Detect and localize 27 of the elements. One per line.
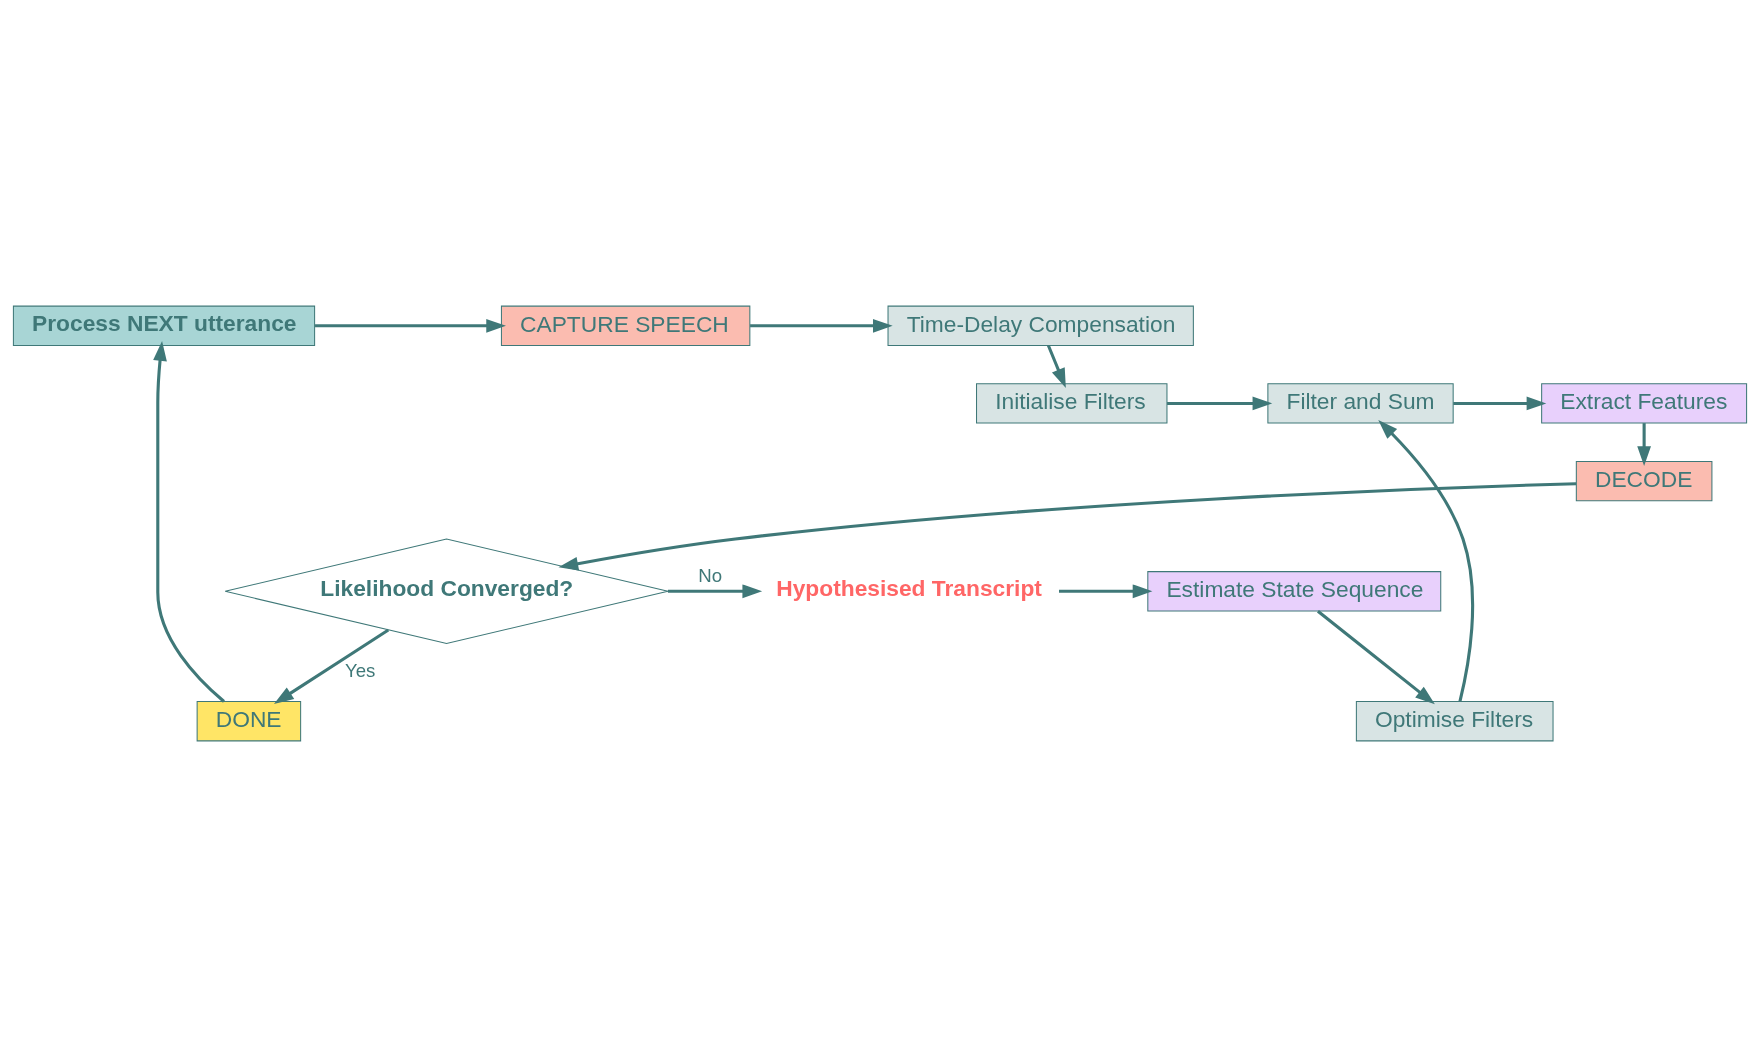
node-diamond: Likelihood Converged?	[224, 538, 669, 644]
arrow	[750, 318, 893, 333]
arrow	[1046, 344, 1066, 388]
arrow	[273, 628, 390, 704]
node-box: Extract Features	[1541, 382, 1748, 424]
arrow	[1453, 396, 1547, 410]
node-box: Process NEXT utterance	[12, 305, 316, 346]
node-box: CAPTURE SPEECH	[500, 305, 751, 346]
node-box: Optimise Filters	[1355, 700, 1554, 741]
arrow	[1637, 422, 1652, 466]
arrow	[1059, 583, 1153, 598]
node-box: Initialise Filters	[976, 382, 1168, 424]
edge-label: No	[698, 564, 722, 586]
arrow	[153, 340, 225, 703]
arrow	[1378, 419, 1475, 702]
node-box: DONE	[196, 700, 302, 741]
arrow	[1167, 396, 1273, 410]
edge-label: Yes	[344, 659, 376, 681]
node-box: Time-Delay Compensation	[887, 305, 1194, 346]
node-text: Hypothesised Transcript	[776, 574, 1042, 601]
arrow	[667, 583, 763, 598]
arrow	[315, 318, 506, 333]
arrow	[1316, 609, 1435, 704]
node-box: Estimate State Sequence	[1147, 570, 1442, 611]
arrow	[558, 481, 1577, 570]
node-box: DECODE	[1575, 460, 1713, 501]
node-box: Filter and Sum	[1267, 382, 1454, 424]
